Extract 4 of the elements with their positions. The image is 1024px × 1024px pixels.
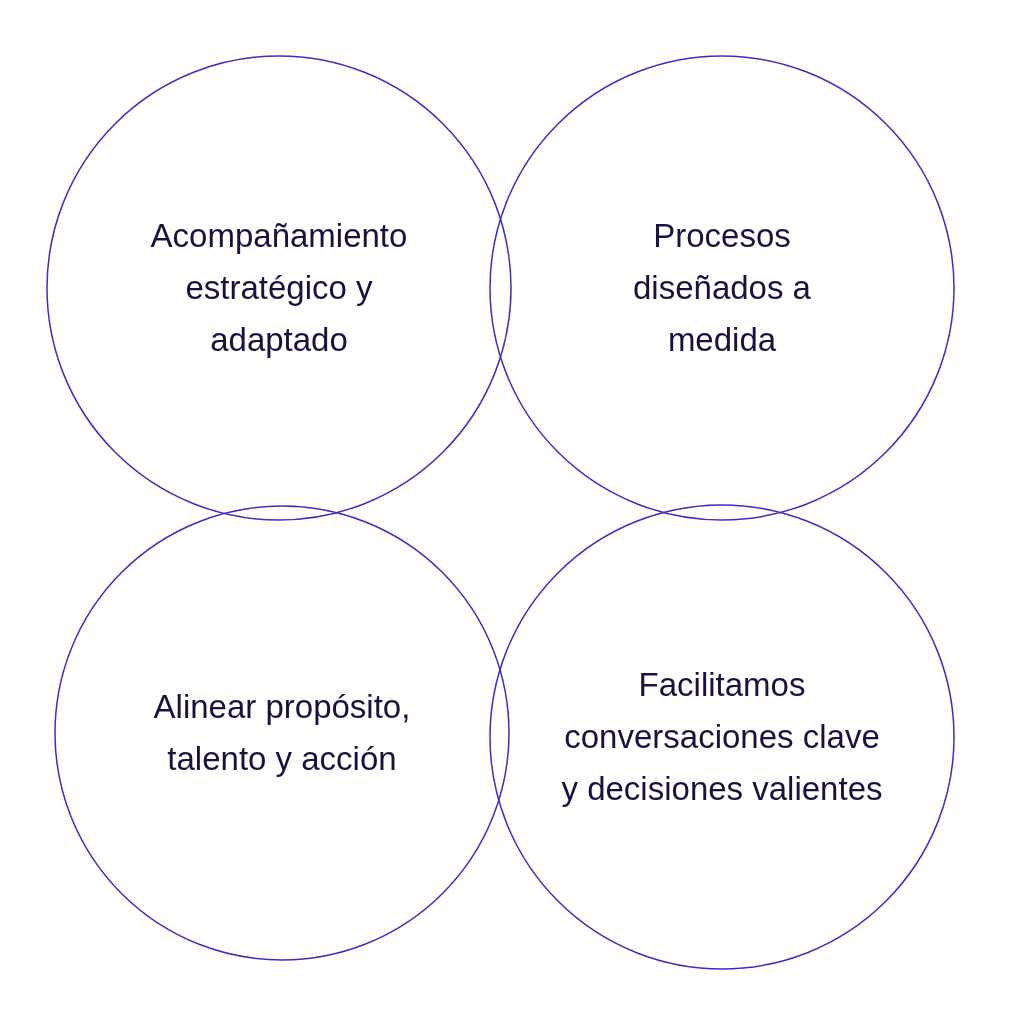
circle-label: Procesos diseñados a medida	[632, 216, 812, 360]
circle-label: Alinear propósito, talento y acción	[152, 687, 412, 779]
circle-label: Facilitamos conversaciones clave y decisiones valientes	[560, 665, 884, 809]
circle-label: Acompañamiento estratégico y adaptado	[149, 216, 409, 360]
